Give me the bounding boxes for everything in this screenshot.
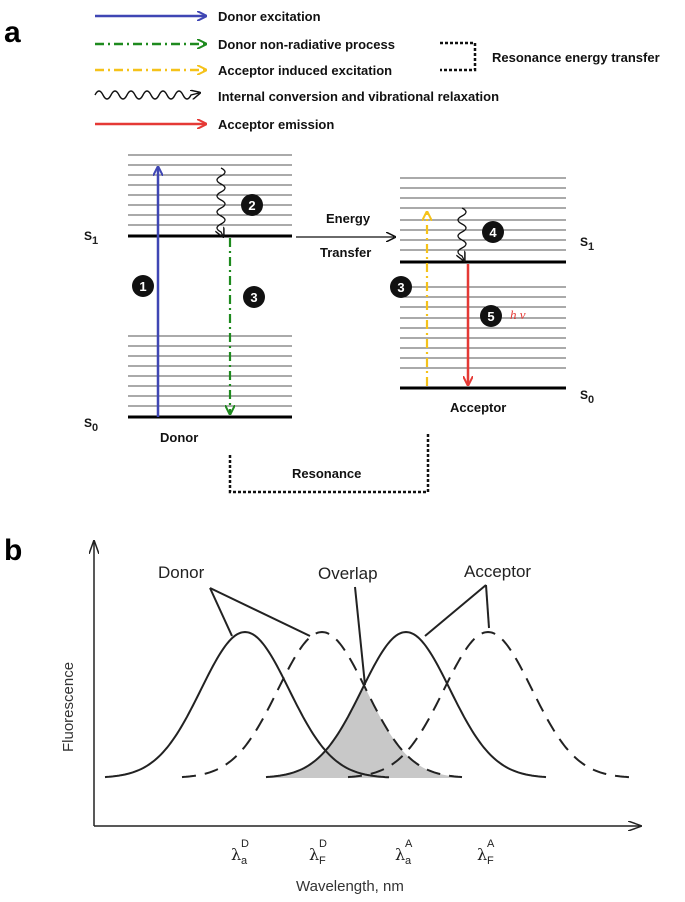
svg-text:F: F xyxy=(487,855,494,867)
hv-label: h ν xyxy=(510,307,526,322)
panel-b-label: b xyxy=(4,534,22,567)
badge-3-acceptor: 3 xyxy=(390,276,412,298)
transfer-label: Transfer xyxy=(320,245,371,260)
donor-absorption-curve xyxy=(104,630,390,779)
badge-4: 4 xyxy=(482,221,504,243)
legend: Donor excitation Donor non-radiative pro… xyxy=(94,9,660,132)
donor-relaxation-wave xyxy=(217,167,226,236)
donor-s1-label: S1 xyxy=(84,229,98,247)
overlap-area xyxy=(266,685,462,778)
badge-1: 1 xyxy=(132,275,154,297)
svg-text:D: D xyxy=(319,838,327,850)
legend-acceptor-emission: Acceptor emission xyxy=(218,117,334,132)
svg-text:1: 1 xyxy=(139,279,146,294)
acceptor-curve-label: Acceptor xyxy=(464,562,531,581)
tick-label-acceptor-fl: λ F A xyxy=(477,838,495,867)
svg-text:5: 5 xyxy=(487,309,494,324)
resonance-energy-transfer-label: Resonance energy transfer xyxy=(492,50,660,65)
donor-levels xyxy=(128,154,292,407)
svg-text:2: 2 xyxy=(248,198,255,213)
tick-label-acceptor-abs: λ a A xyxy=(395,838,413,867)
svg-text:F: F xyxy=(319,855,326,867)
svg-text:a: a xyxy=(241,855,248,867)
donor-emission-curve xyxy=(181,630,463,779)
donor-curve-label: Donor xyxy=(158,563,205,582)
x-axis-label: Wavelength, nm xyxy=(296,878,404,895)
svg-text:λ: λ xyxy=(477,845,487,864)
resonance-bracket xyxy=(440,41,477,72)
acceptor-s1-label: S1 xyxy=(580,235,594,253)
energy-label: Energy xyxy=(326,211,371,226)
svg-text:λ: λ xyxy=(231,845,241,864)
legend-internal-conversion-wave xyxy=(94,91,199,99)
legend-donor-nonradiative: Donor non-radiative process xyxy=(218,37,395,52)
acceptor-levels xyxy=(400,177,566,369)
overlap-label: Overlap xyxy=(318,564,378,583)
badge-2: 2 xyxy=(241,194,263,216)
svg-text:A: A xyxy=(487,838,495,850)
tick-label-donor-fl: λ F D xyxy=(309,838,327,867)
svg-text:A: A xyxy=(405,838,413,850)
donor-s0-label: S0 xyxy=(84,416,98,434)
y-axis-label: Fluorescence xyxy=(60,662,77,752)
donor-label: Donor xyxy=(160,430,198,445)
svg-text:3: 3 xyxy=(250,290,257,305)
acceptor-absorption-curve xyxy=(265,630,547,779)
legend-donor-excitation: Donor excitation xyxy=(218,9,321,24)
acceptor-emission-curve xyxy=(347,630,631,779)
tick-label-donor-abs: λ a D xyxy=(231,838,249,867)
resonance-connector xyxy=(228,432,430,494)
badge-5: 5 xyxy=(480,305,502,327)
svg-text:λ: λ xyxy=(395,845,405,864)
svg-text:λ: λ xyxy=(309,845,319,864)
acceptor-label: Acceptor xyxy=(450,400,506,415)
legend-acceptor-induced: Acceptor induced excitation xyxy=(218,63,392,78)
label-pointers xyxy=(209,584,490,686)
panel-a-label: a xyxy=(4,16,21,49)
resonance-label: Resonance xyxy=(292,466,361,481)
svg-text:D: D xyxy=(241,838,249,850)
svg-text:3: 3 xyxy=(397,280,404,295)
svg-text:a: a xyxy=(405,855,412,867)
legend-internal-conversion: Internal conversion and vibrational rela… xyxy=(218,89,499,104)
svg-text:4: 4 xyxy=(489,225,497,240)
badge-3-donor: 3 xyxy=(243,286,265,308)
acceptor-relaxation-wave xyxy=(458,207,467,260)
acceptor-s0-label: S0 xyxy=(580,388,594,406)
